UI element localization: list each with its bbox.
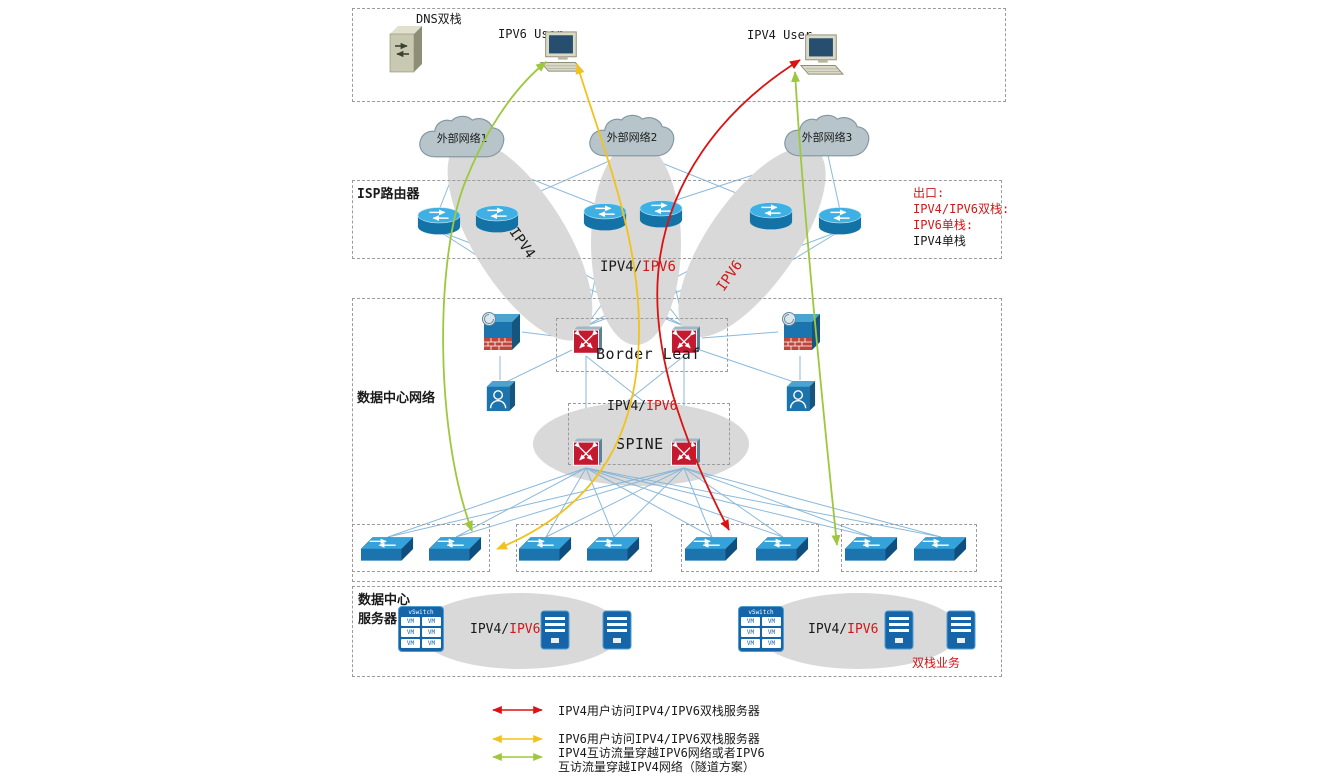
firewall-icon-left [478, 310, 522, 354]
spine-label: SPINE [616, 435, 664, 453]
vswitch-title: vSwitch [408, 609, 434, 616]
vswitch-icon-left: vSwitch VM VM VM VM VM VM [398, 606, 444, 652]
exit-legend: 出口: IPV4/IPV6双栈: IPV6单栈: IPV4单栈 [913, 185, 1009, 249]
dual-red: IPV6 [509, 622, 541, 637]
spine-switch-icon-2 [668, 434, 700, 468]
server-icon-1 [540, 610, 570, 650]
spine-switch-icon-1 [570, 434, 602, 468]
cloud1-label: 外部网络1 [436, 132, 488, 145]
cloud3-label: 外部网络3 [801, 131, 853, 144]
datacenter-server-label: 数据中心 服务器 [358, 589, 410, 627]
isp-router-icon-3 [582, 202, 628, 232]
leaf-switch-icon-3 [519, 536, 573, 564]
ipv4-user-label: IPV4 User [747, 28, 813, 42]
dual-black: IPV4/ [600, 259, 643, 275]
isp-section-label: ISP路由器 [357, 187, 420, 202]
vm-cell: VM [762, 617, 781, 626]
server-group2-dual-label: IPV4/IPV6 [808, 622, 878, 637]
server-icon-2 [602, 610, 632, 650]
vm-cell: VM [422, 628, 441, 637]
ipv4-user-computer-icon [793, 33, 847, 77]
vm-cell: VM [741, 617, 760, 626]
leaf-switch-icon-4 [587, 536, 641, 564]
leaf-switch-icon-6 [756, 536, 810, 564]
vm-cell: VM [422, 617, 441, 626]
user-icon-right [784, 378, 816, 414]
exit-legend-title: 出口: [913, 186, 945, 200]
dual-stack-blob-label: IPV4/IPV6 [600, 259, 676, 275]
isp-router-icon-4 [638, 199, 684, 229]
dc-server-label-line2: 服务器 [358, 612, 398, 627]
server-icon-4 [946, 610, 976, 650]
dual-red: IPV6 [642, 259, 676, 275]
vswitch-title: vSwitch [748, 609, 774, 616]
vm-cell: VM [401, 628, 420, 637]
legend-red-text: IPV4用户访问IPV4/IPV6双栈服务器 [558, 704, 760, 718]
leaf-switch-icon-5 [685, 536, 739, 564]
dns-server-icon [386, 22, 426, 74]
leaf-switch-icon-1 [361, 536, 415, 564]
server-icon-3 [884, 610, 914, 650]
vm-cell: VM [401, 617, 420, 626]
legend-green-text-line1: IPV4互访流量穿越IPV6网络或者IPV6 [558, 746, 765, 760]
vm-cell: VM [762, 639, 781, 648]
server-group1-dual-label: IPV4/IPV6 [470, 622, 540, 637]
isp-router-icon-1 [416, 206, 462, 236]
leaf-switch-icon-7 [845, 536, 899, 564]
spine-dual-stack-label: IPV4/IPV6 [607, 399, 677, 414]
vswitch-icon-right: vSwitch VM VM VM VM VM VM [738, 606, 784, 652]
leaf-switch-icon-8 [914, 536, 968, 564]
dual-black: IPV4/ [607, 399, 647, 414]
exit-legend-v4: IPV4单栈 [913, 234, 966, 248]
datacenter-network-label: 数据中心网络 [357, 391, 436, 406]
dns-label: DNS双栈 [416, 12, 462, 26]
leaf-group-box-4 [841, 524, 977, 572]
dc-server-label-line1: 数据中心 [358, 593, 411, 608]
ipv6-user-computer-icon [533, 30, 587, 74]
vm-cell: VM [422, 639, 441, 648]
leaf-group-box-1 [352, 524, 490, 572]
isp-router-icon-5 [748, 201, 794, 231]
isp-router-icon-6 [817, 206, 863, 236]
exit-legend-dual: IPV4/IPV6双栈: [913, 202, 1010, 216]
vm-cell: VM [741, 639, 760, 648]
vm-cell: VM [741, 628, 760, 637]
cloud2-label: 外部网络2 [606, 131, 658, 144]
vm-cell: VM [401, 639, 420, 648]
firewall-icon-right [778, 310, 822, 354]
dual-black: IPV4/ [808, 622, 848, 637]
user-icon-left [484, 378, 516, 414]
legend-yellow-text: IPV6用户访问IPV4/IPV6双栈服务器 [558, 732, 760, 746]
border-leaf-label: Border Leaf [596, 345, 701, 363]
legend-green-text-line2: 互访流量穿越IPV4网络（隧道方案） [558, 760, 755, 774]
datacenter-server-box [352, 586, 1002, 677]
dual-red: IPV6 [847, 622, 879, 637]
dual-stack-business-label: 双栈业务 [912, 656, 961, 670]
dual-black: IPV4/ [470, 622, 510, 637]
exit-legend-v6: IPV6单栈: [913, 218, 974, 232]
vm-cell: VM [762, 628, 781, 637]
leaf-switch-icon-2 [429, 536, 483, 564]
dual-red: IPV6 [646, 399, 678, 414]
